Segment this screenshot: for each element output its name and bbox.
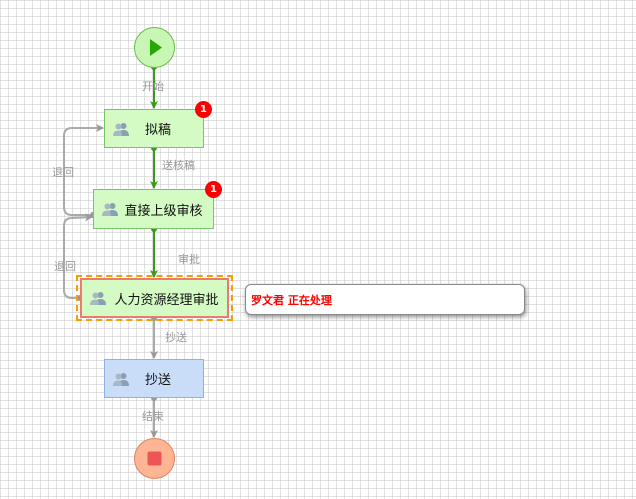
user-group-icon bbox=[113, 122, 129, 136]
edge-label-submit: 送核稿 bbox=[162, 159, 195, 172]
end-node[interactable] bbox=[134, 438, 175, 479]
pending-count-badge: 1 bbox=[205, 181, 222, 198]
start-node[interactable] bbox=[134, 27, 175, 68]
edge-label-approve: 审批 bbox=[178, 253, 200, 266]
processing-tooltip: 罗文君 正在处理 bbox=[245, 284, 525, 315]
pending-count-badge: 1 bbox=[195, 101, 212, 118]
edge-approval-cc[interactable] bbox=[150, 315, 158, 359]
node-hr-manager-approval[interactable]: 人力资源经理审批 bbox=[80, 278, 229, 318]
edge-label-return2: 退回 bbox=[54, 260, 76, 273]
node-label: 人力资源经理审批 bbox=[114, 292, 219, 308]
selection-outline bbox=[76, 275, 233, 321]
node-supervisor-review[interactable]: 直接上级审核 1 bbox=[93, 181, 222, 229]
node-draft[interactable]: 拟稿 1 bbox=[104, 101, 212, 148]
node-cc[interactable]: 抄送 bbox=[104, 359, 204, 398]
edge-review-approval[interactable] bbox=[150, 226, 158, 278]
node-label: 拟稿 bbox=[144, 123, 171, 138]
node-label: 抄送 bbox=[144, 373, 171, 388]
edge-label-end: 结束 bbox=[142, 410, 164, 423]
node-label: 直接上级审核 bbox=[124, 203, 203, 219]
edge-label-cc: 抄送 bbox=[165, 331, 187, 344]
play-icon bbox=[150, 39, 162, 56]
stop-icon bbox=[147, 451, 162, 466]
user-group-icon bbox=[102, 203, 118, 216]
user-group-icon bbox=[90, 292, 106, 305]
edge-draft-review[interactable] bbox=[150, 145, 158, 189]
user-group-icon bbox=[113, 372, 129, 386]
edge-label-return1: 退回 bbox=[52, 166, 74, 179]
edge-label-start: 开始 bbox=[142, 80, 164, 93]
